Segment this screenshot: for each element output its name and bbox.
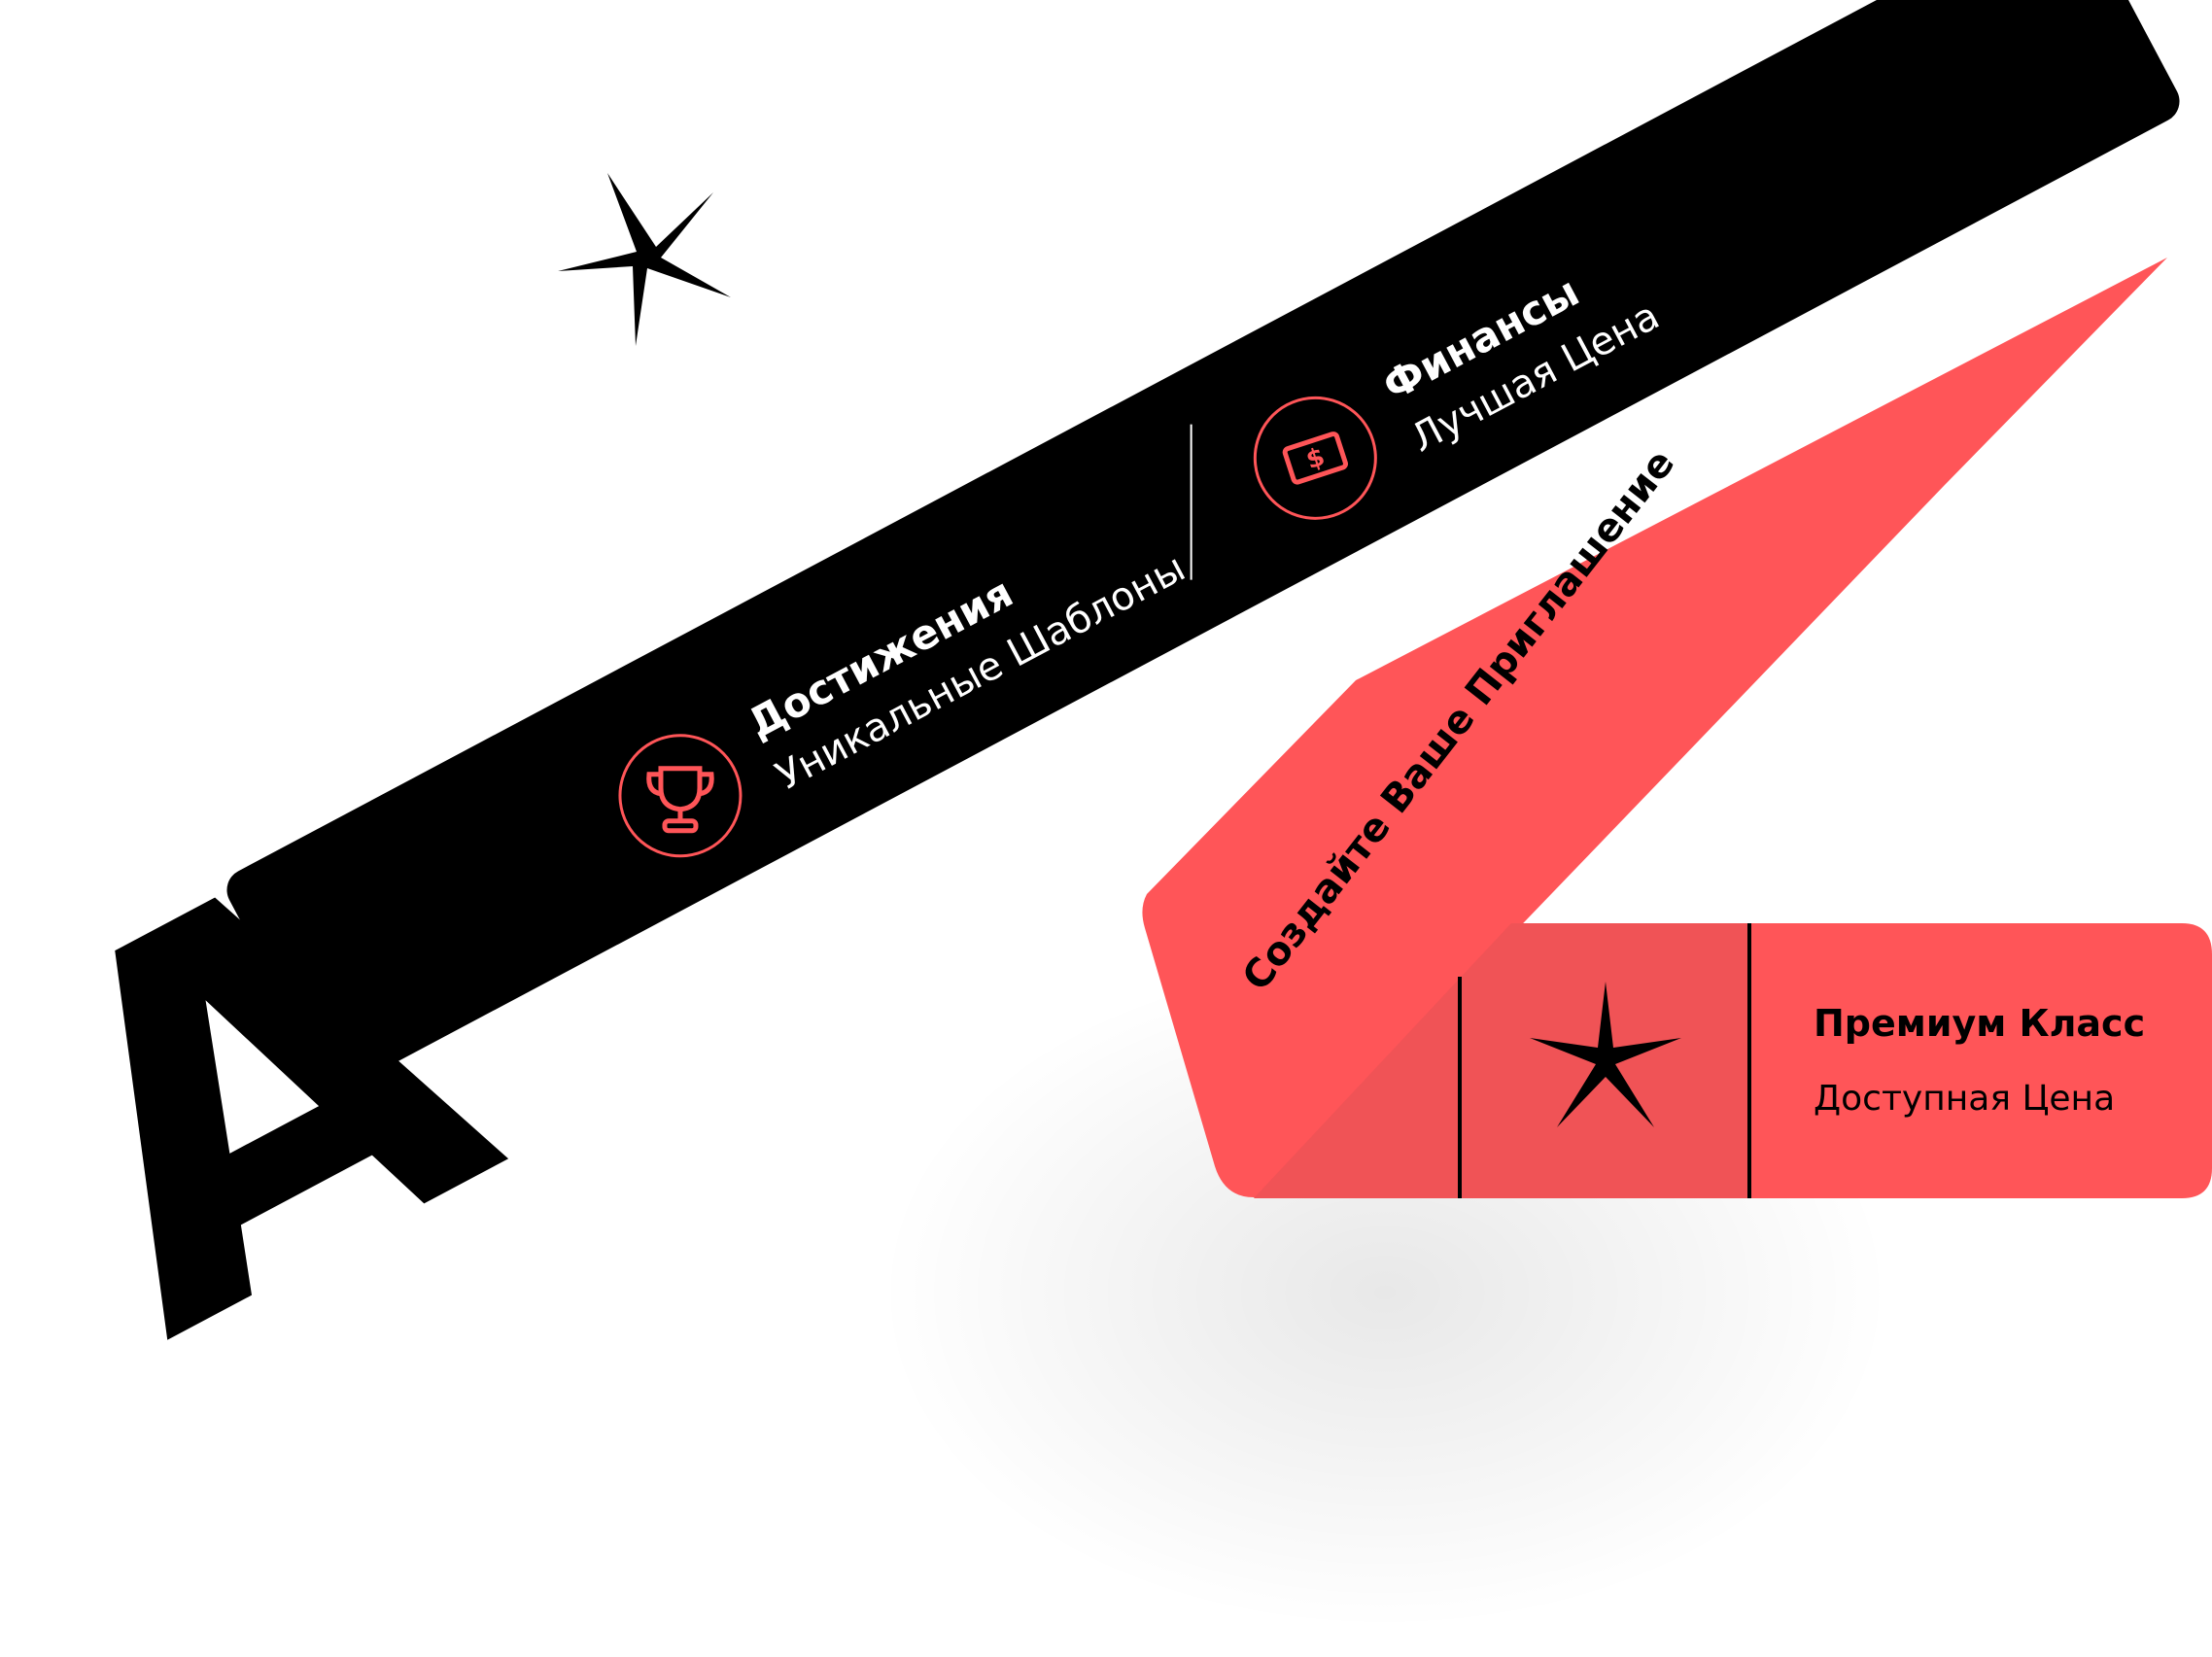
trophy-icon (646, 766, 714, 834)
band-body (226, 0, 2180, 1088)
ticket-title: Премиум Класс (1814, 1002, 2145, 1045)
icon-ring (1253, 396, 1377, 520)
ticket-fold-shade (1254, 923, 1749, 1198)
ticket-subtitle: Доступная Цена (1814, 1079, 2115, 1119)
star-icon (1530, 982, 1681, 1127)
sparkle-icon (558, 173, 731, 346)
icon-ring (618, 734, 743, 858)
ribbon (1142, 258, 2167, 1197)
